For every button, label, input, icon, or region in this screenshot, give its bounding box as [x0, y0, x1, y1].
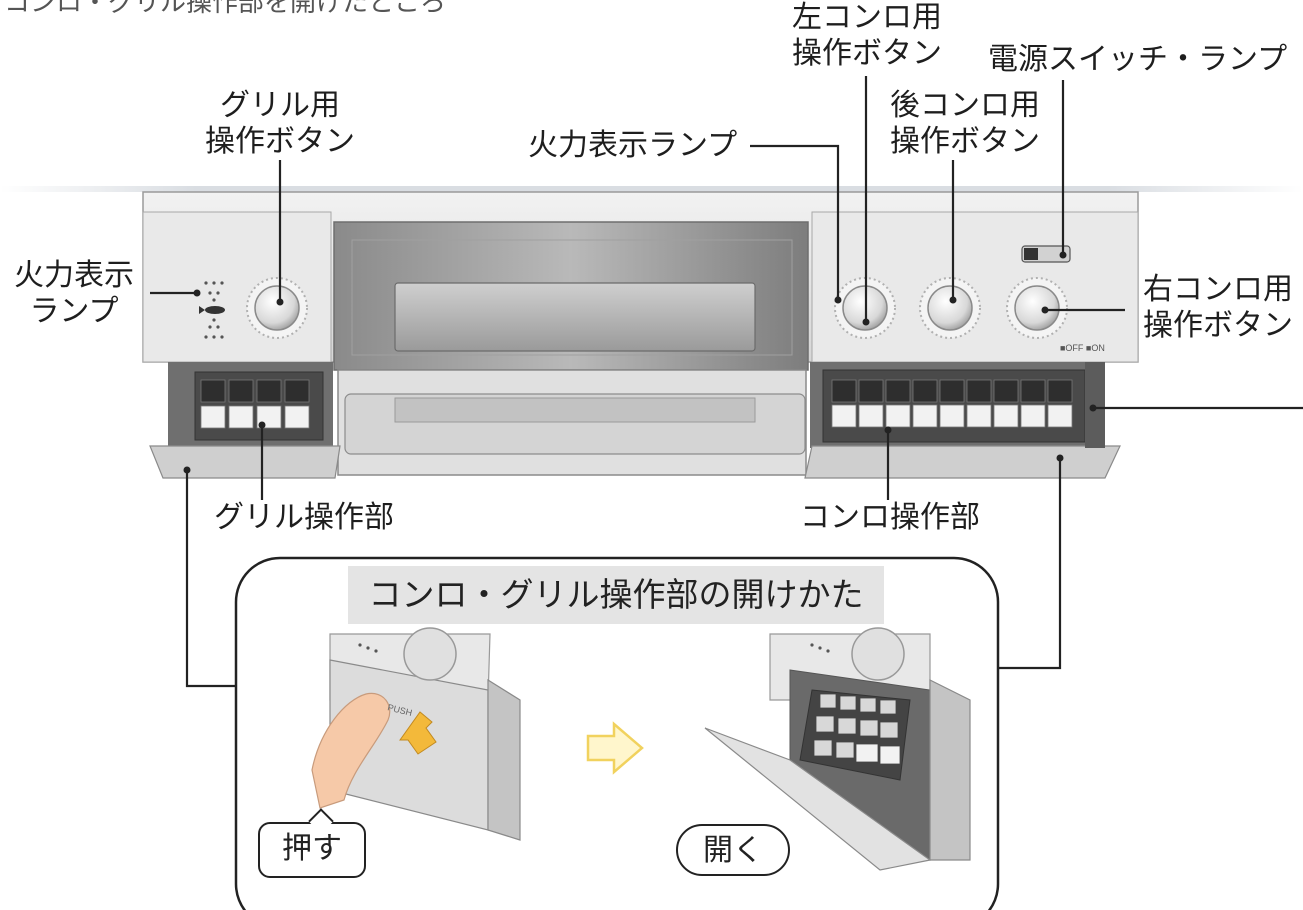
label-right-burner-button: 右コンロ用操作ボタン [1143, 272, 1293, 343]
grill-knob [246, 277, 308, 339]
fish-icon [205, 306, 225, 314]
keypad-key [831, 404, 857, 428]
keypad-key [858, 379, 884, 403]
label-grill-panel: グリル操作部 [214, 500, 394, 535]
label-power-switch-lamp: 電源スイッチ・ランプ [988, 42, 1288, 77]
grill-handle-slot [394, 397, 756, 423]
how-to-title: コンロ・グリル操作部の開けかた [348, 566, 884, 624]
keypad-key [885, 379, 911, 403]
keypad-key [200, 379, 226, 403]
label-grill-button: グリル用操作ボタン [205, 88, 355, 159]
label-rear-burner-button: 後コンロ用操作ボタン [890, 88, 1040, 159]
push-illustration [311, 627, 521, 841]
keypad-key [228, 379, 254, 403]
countertop-edge [0, 186, 1303, 192]
grill-keypad-keys [200, 379, 310, 429]
keypad-key [858, 404, 884, 428]
keypad-key [1020, 404, 1046, 428]
keypad-key [993, 379, 1019, 403]
grill-drawer-lid [149, 445, 341, 479]
label-flame-lamp-top: 火力表示ランプ [528, 128, 738, 163]
right-burner-knob [1006, 277, 1068, 339]
grill-window-inner [351, 239, 793, 356]
push-callout: 押す [258, 822, 366, 878]
keypad-key [939, 404, 965, 428]
stove-right-side [1085, 362, 1105, 448]
keypad-key [993, 404, 1019, 428]
indicator-legend: ■OFF ■ON [1060, 343, 1105, 353]
page-header: コンロ・グリル操作部を開けたところ [4, 0, 447, 18]
open-callout: 開く [676, 824, 790, 876]
keypad-key [885, 404, 911, 428]
right-arrow-outline [586, 721, 644, 775]
flame-lamp-left-dots [204, 281, 224, 339]
keypad-key [912, 404, 938, 428]
keypad-key [912, 379, 938, 403]
grill-window-glass [394, 282, 756, 352]
push-arrow [399, 711, 437, 755]
keypad-key [228, 405, 254, 429]
keypad-key [939, 379, 965, 403]
keypad-key [256, 379, 282, 403]
stove-keypad-keys [831, 379, 1073, 428]
open-illustration [704, 627, 971, 871]
keypad-key [966, 379, 992, 403]
keypad-key [284, 405, 310, 429]
keypad-key [1047, 379, 1073, 403]
keypad-key [966, 404, 992, 428]
keypad-key [200, 405, 226, 429]
keypad-key [831, 379, 857, 403]
rear-burner-knob [919, 277, 981, 339]
label-left-burner-button: 左コンロ用操作ボタン [792, 0, 942, 71]
stove-drawer-lid [804, 445, 1121, 479]
keypad-key [284, 379, 310, 403]
label-stove-panel: コンロ操作部 [800, 500, 980, 535]
label-flame-lamp-left: 火力表示ランプ [14, 258, 134, 329]
grill-panel-face [142, 211, 332, 363]
keypad-key [1047, 404, 1073, 428]
keypad-key [1020, 379, 1046, 403]
